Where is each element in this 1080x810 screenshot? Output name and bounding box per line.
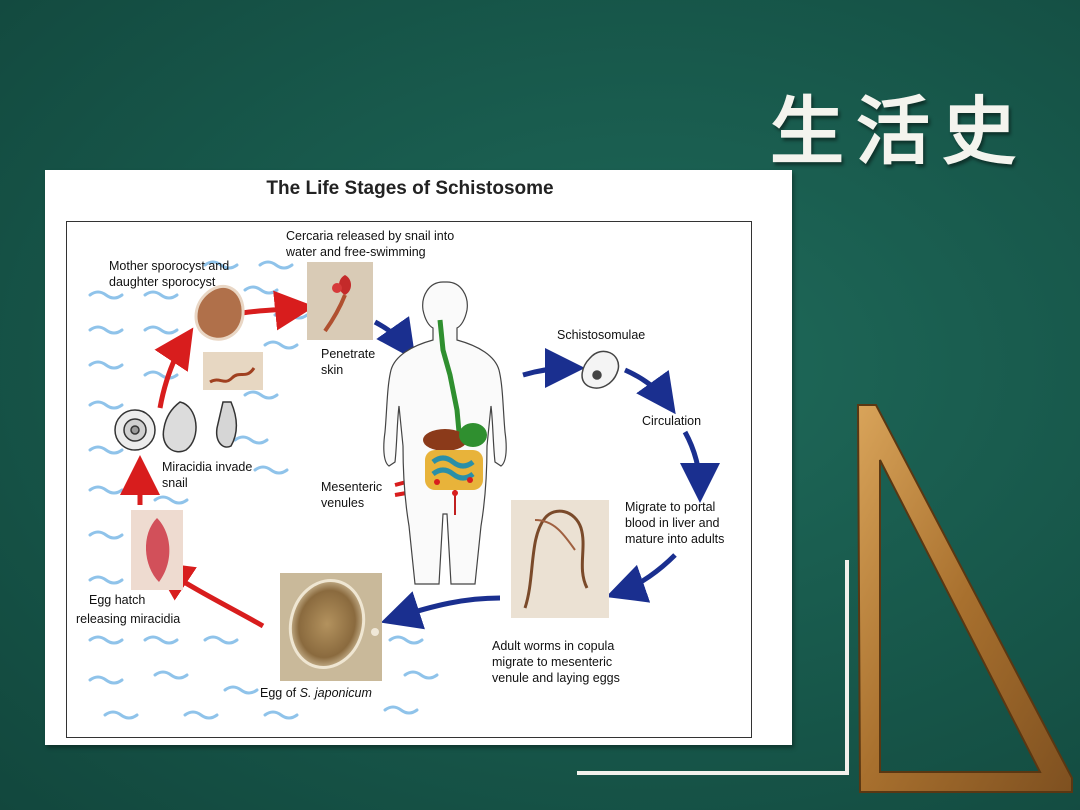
label-migrate-line1: Migrate to portal bbox=[625, 500, 716, 514]
label-migrate-line3: mature into adults bbox=[625, 532, 725, 546]
label-mesenteric-line2: venules bbox=[321, 496, 365, 510]
label-cercaria-line1: Cercaria released by snail into bbox=[286, 229, 455, 243]
label-adult-line3: venule and laying eggs bbox=[492, 671, 620, 685]
label-egg: Egg of S. japonicum bbox=[260, 685, 372, 701]
stomach bbox=[459, 423, 487, 447]
life-cycle-art bbox=[88, 260, 720, 720]
cercaria-photo bbox=[307, 262, 373, 340]
label-mesenteric-line1: Mesenteric bbox=[321, 480, 383, 494]
arrow-host-to-schistosomulae bbox=[522, 348, 585, 389]
intestines bbox=[425, 450, 483, 515]
label-penetrate-line2: skin bbox=[321, 363, 344, 377]
arrow-adults-to-egg bbox=[380, 591, 501, 630]
schistosomulum bbox=[581, 350, 620, 389]
label-egg-hatch-line2: releasing miracidia bbox=[76, 612, 181, 626]
label-adult-line2: migrate to mesenteric bbox=[492, 655, 613, 669]
label-migrate-line2: blood in liver and bbox=[625, 516, 720, 530]
egg-photo bbox=[280, 573, 382, 681]
figure-title: The Life Stages of Schistosome bbox=[266, 178, 554, 199]
label-egg-prefix: Egg of bbox=[260, 686, 300, 700]
arrow-snail-to-sporocyst bbox=[154, 327, 194, 409]
label-mother-sporocyst-line2: daughter sporocyst bbox=[109, 275, 216, 289]
slide-title: 生活史 bbox=[770, 89, 1028, 175]
chalk-line-vertical bbox=[845, 560, 849, 775]
miracidium-photo bbox=[131, 510, 183, 590]
label-penetrate-line1: Penetrate bbox=[321, 347, 376, 361]
arrow-circulation-to-liver bbox=[679, 430, 720, 503]
label-mother-sporocyst-line1: Mother sporocyst and bbox=[109, 259, 230, 273]
label-adult-line1: Adult worms in copula bbox=[492, 639, 615, 653]
label-egg-species: S. japonicum bbox=[299, 686, 372, 700]
arrow-schistosomulae-to-circulation bbox=[623, 367, 676, 415]
adult-worms-photo bbox=[511, 500, 609, 618]
label-cercaria-line2: water and free-swimming bbox=[286, 245, 426, 259]
liver bbox=[423, 429, 467, 451]
label-schistosomulae: Schistosomulae bbox=[557, 328, 646, 342]
life-cycle-figure: The Life Stages of Schistosome bbox=[45, 170, 792, 745]
diagram-frame bbox=[66, 221, 752, 738]
sporocyst-photo bbox=[194, 284, 263, 390]
label-miracidia-line2: snail bbox=[162, 476, 188, 490]
arrow-cercaria-to-host bbox=[373, 316, 416, 361]
esophagus bbox=[437, 319, 462, 433]
snail-shells bbox=[114, 401, 237, 453]
wooden-set-square bbox=[856, 404, 1073, 793]
label-miracidia-line1: Miracidia invade bbox=[162, 460, 253, 474]
label-egg-hatch-line1: Egg hatch bbox=[89, 593, 146, 607]
chalk-line-horizontal bbox=[577, 771, 849, 775]
label-circulation: Circulation bbox=[642, 414, 702, 428]
arrow-liver-to-adults bbox=[605, 553, 677, 603]
